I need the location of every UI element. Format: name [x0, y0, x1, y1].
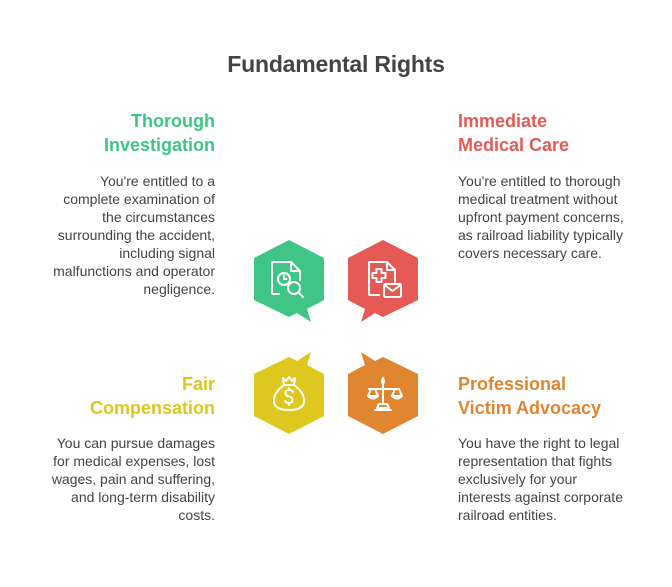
heading-line-2: Investigation — [103, 135, 215, 155]
document-clock-search-icon — [271, 261, 304, 298]
right-block-professional-victim-advocacy: Professional Victim Advocacy You have th… — [458, 372, 628, 524]
description: You have the right to legal representati… — [458, 435, 623, 523]
heading: Immediate Medical Care — [458, 109, 633, 157]
heading-line-1: Professional — [458, 374, 567, 394]
heading-line-2: Compensation — [89, 398, 215, 418]
right-block-thorough-investigation: Thorough Investigation You're entitled t… — [40, 109, 215, 298]
scales-of-justice-icon — [367, 377, 403, 411]
right-block-immediate-medical-care: Immediate Medical Care You're entitled t… — [458, 109, 633, 262]
heading-line-2: Victim Advocacy — [458, 398, 602, 418]
description: You can pursue damages for medical expen… — [51, 435, 215, 523]
hexagon-immediate-medical-care — [345, 238, 421, 334]
description: You're entitled to a complete examinatio… — [53, 173, 215, 297]
hexagon-fair-compensation — [251, 340, 327, 436]
description: You're entitled to thorough medical trea… — [458, 173, 624, 261]
heading-line-1: Immediate — [458, 111, 548, 131]
heading: Professional Victim Advocacy — [458, 372, 628, 420]
heading: Thorough Investigation — [40, 109, 215, 157]
heading: Fair Compensation — [40, 372, 215, 420]
heading-line-2: Medical Care — [458, 135, 570, 155]
hexagon-thorough-investigation — [251, 238, 327, 334]
right-block-fair-compensation: Fair Compensation You can pursue damages… — [40, 372, 215, 524]
page-title: Fundamental Rights — [227, 51, 445, 77]
heading-line-1: Thorough — [131, 111, 215, 131]
hexagon-professional-victim-advocacy — [345, 340, 421, 436]
medical-document-mail-icon — [368, 261, 402, 298]
money-bag-icon — [272, 376, 306, 411]
heading-line-1: Fair — [181, 374, 215, 394]
